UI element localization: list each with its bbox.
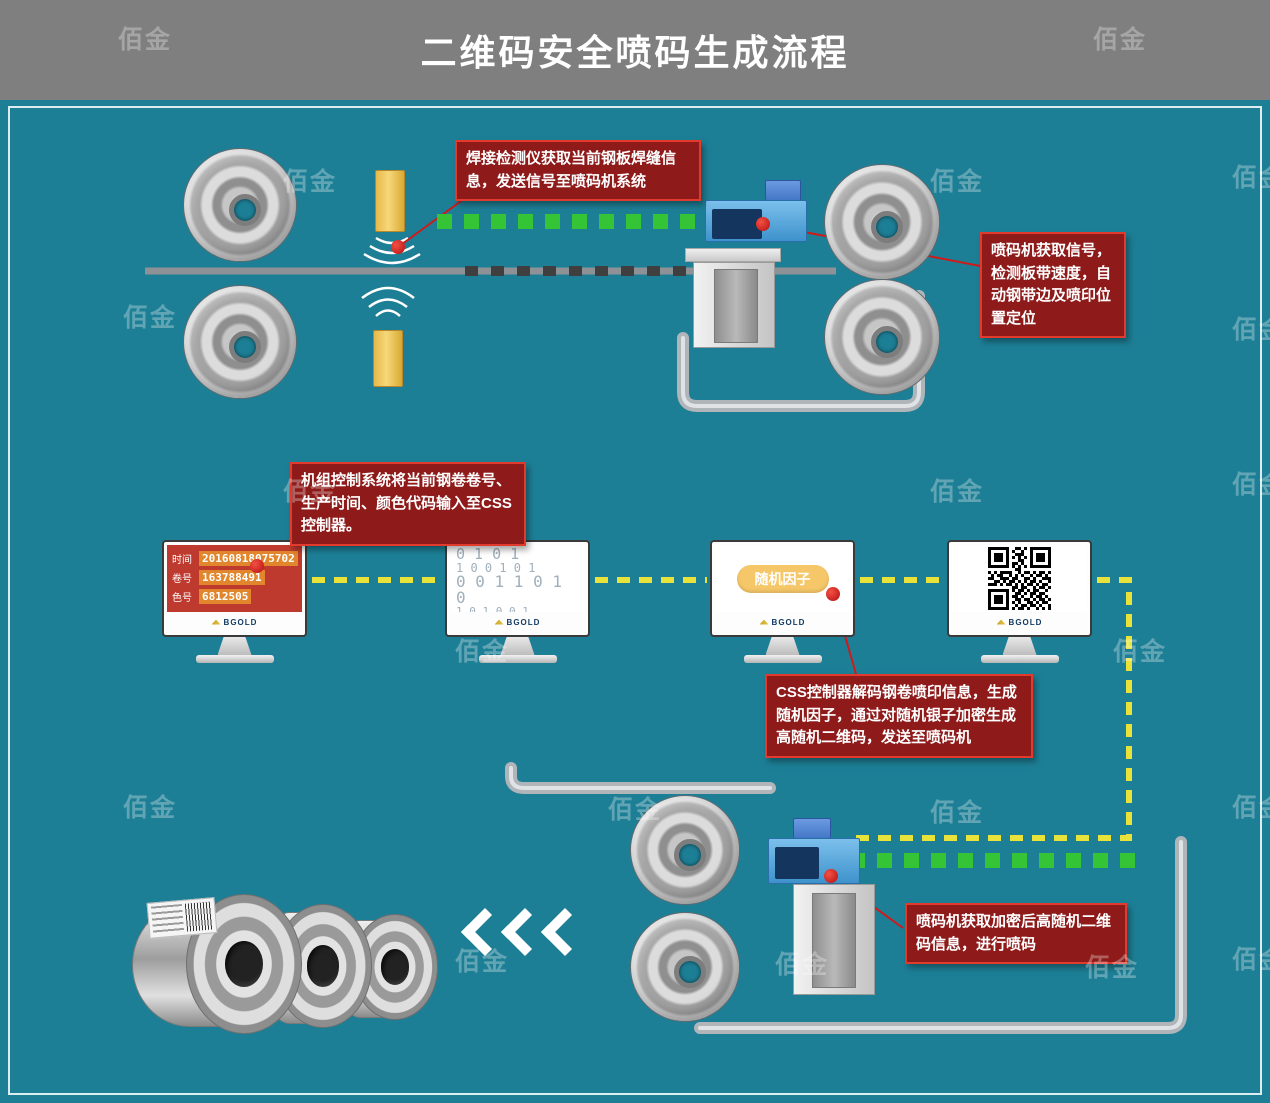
- data-row: 色号 6812505: [172, 589, 297, 604]
- monitor-base: [195, 655, 274, 663]
- monitor-base: [478, 655, 557, 663]
- printer-body: [693, 262, 775, 348]
- weld-seam-marks: [465, 266, 688, 276]
- field-value: 20160818075702: [199, 551, 298, 566]
- connector-dot: [756, 217, 770, 231]
- printer-head-panel: [712, 209, 762, 239]
- binary-line: 1 0 1 0 0 1: [456, 605, 529, 612]
- random-factor-badge: 随机因子: [736, 564, 829, 593]
- printed-code-marks-top: [437, 214, 701, 229]
- monitor-bezel: BGOLD: [450, 612, 585, 632]
- bgold-logo-icon: [759, 619, 769, 625]
- monitor-random-factor: 随机因子 BGOLD: [710, 540, 855, 663]
- header-bar: 二维码安全喷码生成流程: [0, 0, 1270, 100]
- qr-code: [988, 547, 1051, 610]
- steel-roller: [183, 148, 297, 262]
- monitor-frame: 时间 20160818075702 卷号 163788491 色号 681250…: [162, 540, 307, 637]
- connector-dot: [250, 559, 264, 573]
- connector-dot: [824, 869, 838, 883]
- barcode-icon: [184, 901, 214, 932]
- monitor-stand: [500, 637, 535, 655]
- annotation-weld-detector: 焊接检测仪获取当前钢板焊缝信息，发送信号至喷码机系统: [455, 140, 701, 201]
- field-value: 6812505: [199, 589, 252, 604]
- monitor-bezel: BGOLD: [167, 612, 302, 632]
- connector-dot: [826, 587, 840, 601]
- steel-roller: [183, 285, 297, 399]
- weld-detector-sensor-bottom: [373, 330, 403, 387]
- bgold-logo-icon: [494, 619, 504, 625]
- binary-screen: 0 1 0 1 1 0 0 1 0 1 0 0 1 1 0 1 0 1 0 1 …: [450, 545, 585, 612]
- monitor-bezel: BGOLD: [952, 612, 1087, 632]
- coil-hole: [306, 945, 340, 987]
- steel-roller: [824, 279, 940, 395]
- coil-data-screen: 时间 20160818075702 卷号 163788491 色号 681250…: [167, 545, 302, 612]
- printer-slot: [714, 269, 758, 343]
- binary-line: 1 0 0 1 0 1: [456, 561, 536, 575]
- monitor-bezel: BGOLD: [715, 612, 850, 632]
- data-row: 卷号 163788491: [172, 570, 297, 585]
- brand-label: BGOLD: [1008, 617, 1043, 627]
- annotation-unit-control: 机组控制系统将当前钢卷卷号、生产时间、颜色代码输入至CSS控制器。: [290, 462, 526, 546]
- bgold-logo-icon: [211, 619, 221, 625]
- monitor-stand: [765, 637, 800, 655]
- coil-hole: [380, 949, 410, 985]
- field-label: 时间: [172, 555, 192, 566]
- annotation-final-print: 喷码机获取加密后高随机二维码信息，进行喷码: [905, 903, 1127, 964]
- binary-line: 0 1 0 1: [456, 545, 520, 563]
- field-value: 163788491: [199, 570, 265, 585]
- weld-detector-sensor-top: [375, 170, 405, 232]
- inkjet-printer-top: [685, 180, 817, 350]
- steel-roller: [630, 912, 740, 1022]
- printer-platform: [685, 248, 781, 262]
- coil-label: [146, 897, 218, 939]
- monitor-stand: [217, 637, 252, 655]
- coil-hole: [224, 940, 264, 988]
- connector-dot: [391, 240, 405, 254]
- field-label: 卷号: [172, 574, 192, 585]
- printed-code-marks-bottom: [850, 853, 1140, 868]
- monitor-qrcode: BGOLD: [947, 540, 1092, 663]
- monitor-stand: [1002, 637, 1037, 655]
- qrcode-screen: [952, 545, 1087, 612]
- steel-roller: [824, 164, 940, 280]
- inkjet-printer-bottom: [765, 818, 883, 996]
- printer-body: [793, 884, 875, 995]
- monitor-base: [980, 655, 1059, 663]
- steel-roller: [630, 795, 740, 905]
- data-row: 时间 20160818075702: [172, 551, 298, 566]
- monitor-coil-data: 时间 20160818075702 卷号 163788491 色号 681250…: [162, 540, 307, 663]
- label-text-lines: [150, 903, 185, 935]
- brand-label: BGOLD: [506, 617, 541, 627]
- brand-label: BGOLD: [223, 617, 258, 627]
- printer-slot: [812, 893, 856, 988]
- monitor-frame: 0 1 0 1 1 0 0 1 0 1 0 0 1 1 0 1 0 1 0 1 …: [445, 540, 590, 637]
- monitor-binary: 0 1 0 1 1 0 0 1 0 1 0 0 1 1 0 1 0 1 0 1 …: [445, 540, 590, 663]
- printer-head-panel: [775, 847, 819, 879]
- page-title: 二维码安全喷码生成流程: [420, 32, 850, 73]
- annotation-printer-signal: 喷码机获取信号，检测板带速度，自动钢带边及喷印位置定位: [980, 232, 1126, 338]
- brand-label: BGOLD: [771, 617, 806, 627]
- content-frame: [8, 106, 1262, 1095]
- bgold-logo-icon: [996, 619, 1006, 625]
- annotation-css-controller: CSS控制器解码钢卷喷印信息，生成随机因子，通过对随机银子加密生成高随机二维码，…: [765, 674, 1033, 758]
- printer-head: [768, 838, 860, 884]
- monitor-base: [743, 655, 822, 663]
- field-label: 色号: [172, 593, 192, 604]
- random-factor-screen: 随机因子: [715, 545, 850, 612]
- binary-line: 0 0 1 1 0 1 0: [456, 572, 562, 607]
- monitor-frame: BGOLD: [947, 540, 1092, 637]
